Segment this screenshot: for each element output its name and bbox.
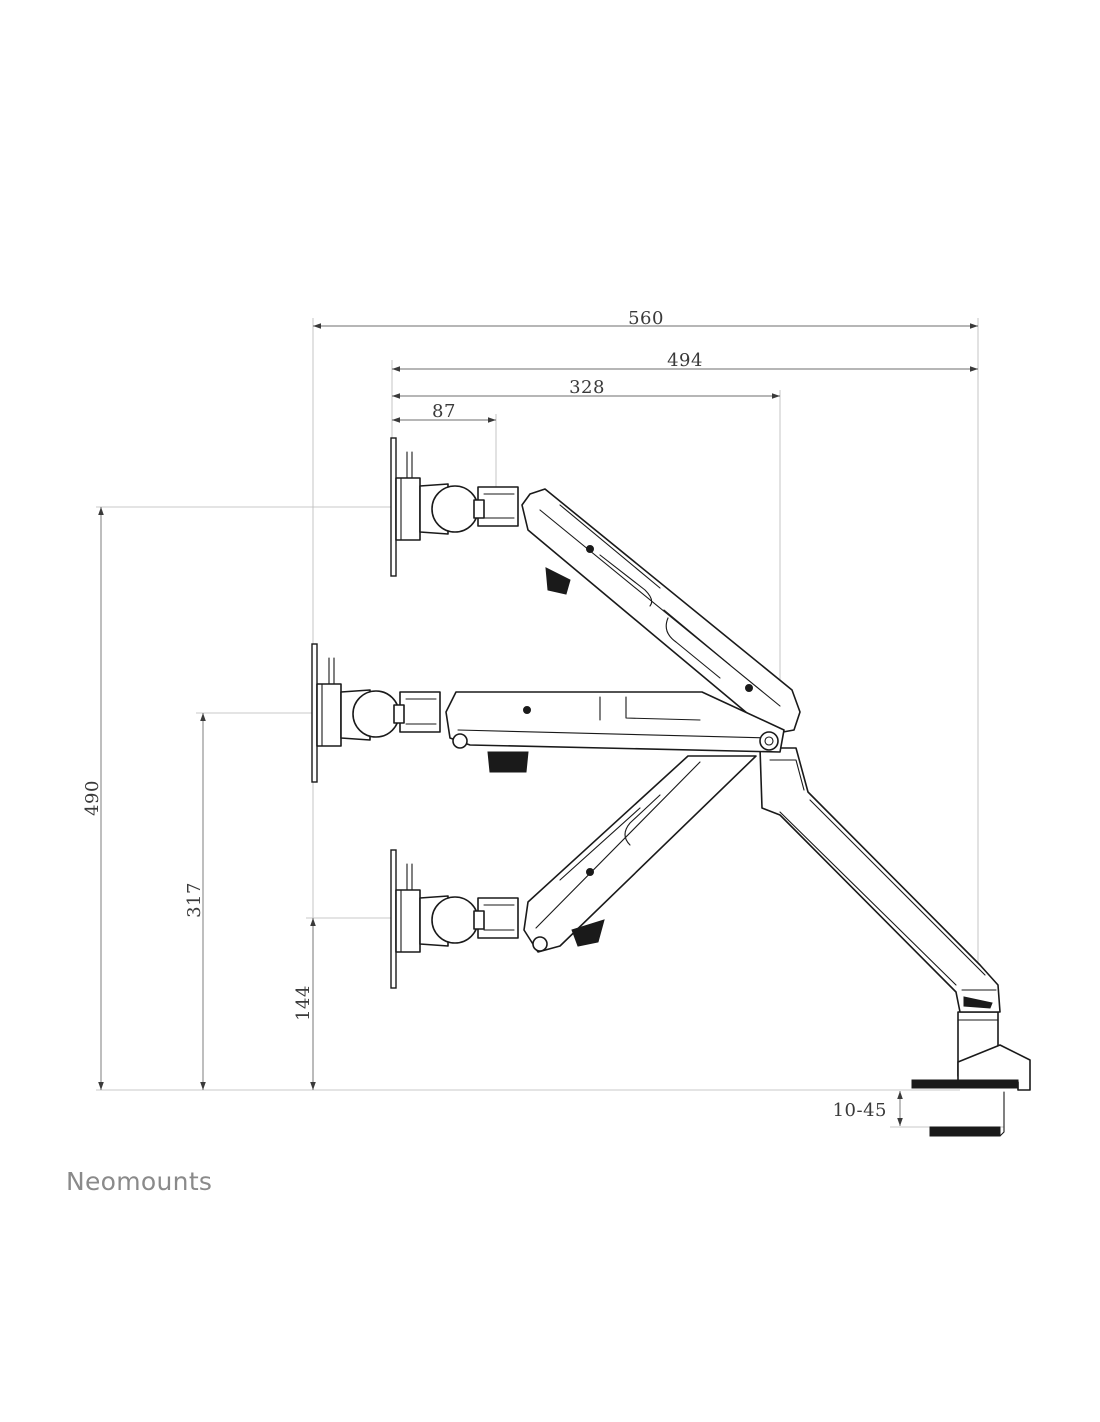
dimension-label-87: 87 <box>432 401 456 422</box>
horizontal-dimensions: 560 494 328 87 <box>313 308 978 423</box>
dimension-max-height: 490 <box>82 507 104 1090</box>
vesa-head-lower <box>390 849 485 989</box>
lower-arm-position <box>477 755 757 953</box>
dimension-label-10-45: 10-45 <box>833 1100 887 1121</box>
riser-arm <box>759 747 1001 1013</box>
brand-logo: Neomounts <box>66 1167 213 1196</box>
dimension-label-317: 317 <box>184 882 205 918</box>
vertical-dimensions: 490 317 144 10-45 <box>82 507 903 1126</box>
dimension-clamp-thickness: 10-45 <box>833 1091 903 1126</box>
middle-arm-position <box>399 691 785 773</box>
dimension-label-144: 144 <box>293 985 314 1021</box>
dimension-overall-reach: 560 <box>313 308 978 329</box>
desk-clamp <box>911 1011 1031 1137</box>
dimension-label-328: 328 <box>569 377 605 398</box>
vesa-head-middle <box>311 643 405 783</box>
dimension-label-494: 494 <box>667 350 703 371</box>
dimension-max-extension: 494 <box>392 350 978 372</box>
vesa-head-upper <box>390 437 485 577</box>
dimension-min-height: 144 <box>293 918 316 1090</box>
dimension-mid-height: 317 <box>184 713 206 1090</box>
dimension-label-490: 490 <box>82 780 103 816</box>
dimension-label-560: 560 <box>628 308 664 329</box>
dimension-min-extension: 87 <box>392 401 496 423</box>
upper-arm-position <box>477 486 801 735</box>
dimension-mid-extension: 328 <box>392 377 780 399</box>
